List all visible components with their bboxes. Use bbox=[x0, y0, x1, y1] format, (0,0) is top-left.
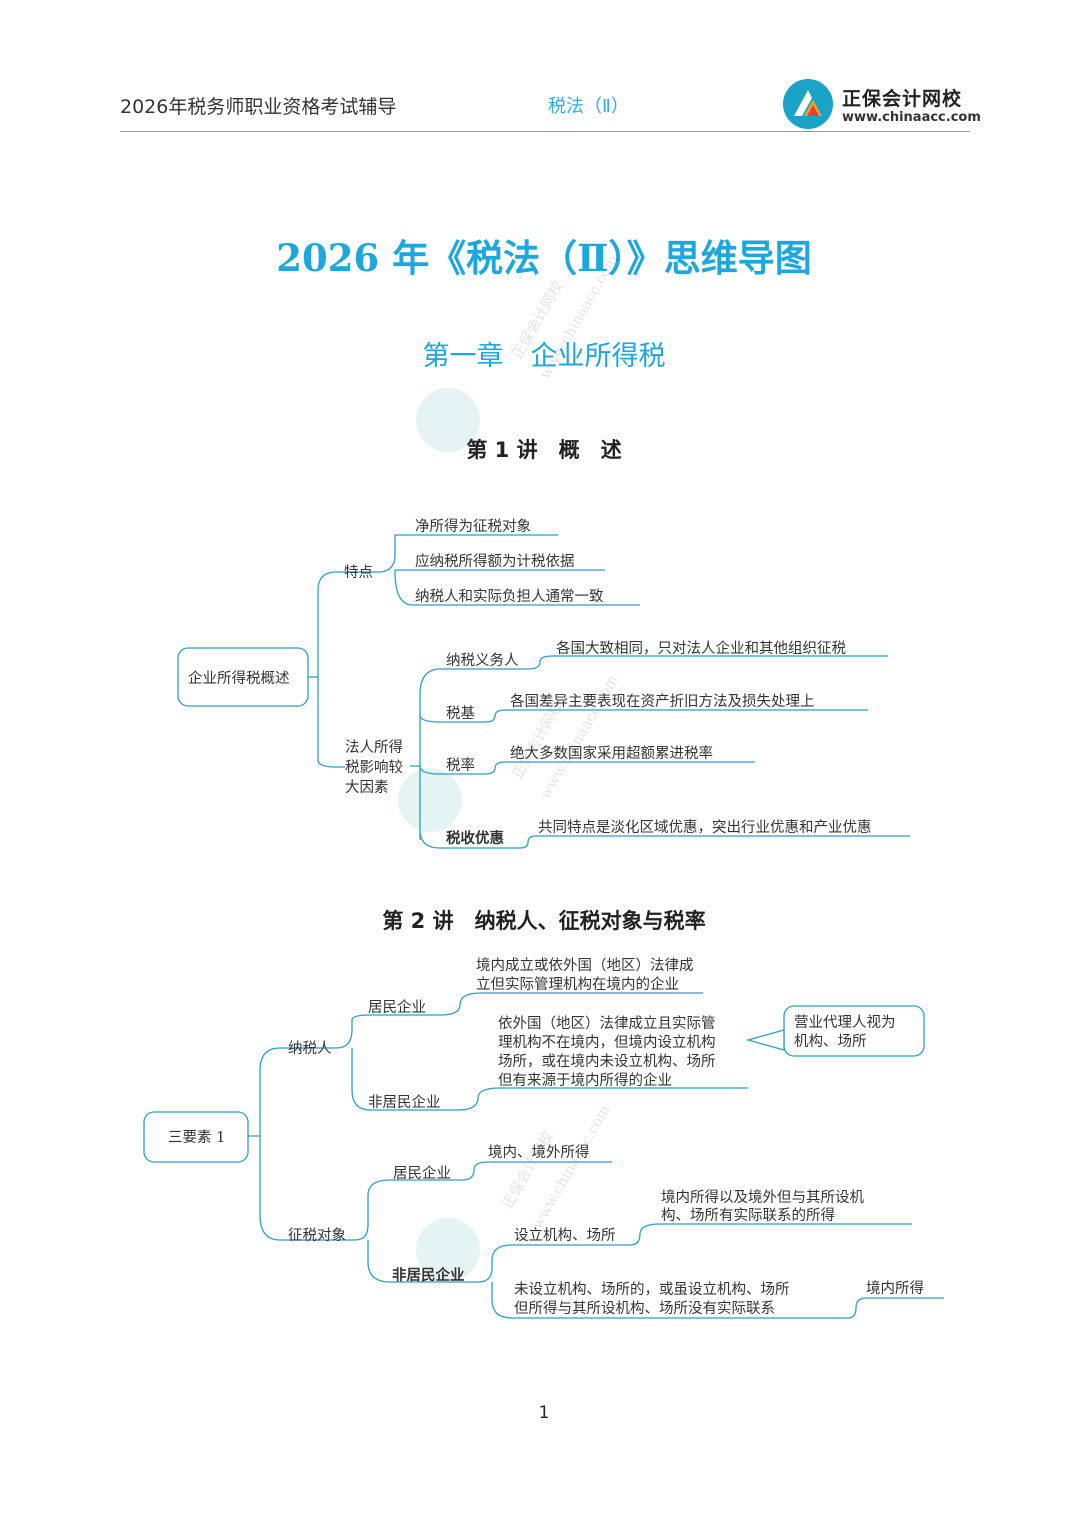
factor-incentive-detail: 共同特点是淡化区域优惠，突出行业优惠和产业优惠 bbox=[538, 819, 872, 836]
brand-url: www.chinaacc.com bbox=[842, 110, 981, 125]
agent-note-line-1: 营业代理人视为 bbox=[794, 1014, 896, 1031]
resident-definition-line-2: 立但实际管理机构在境内的企业 bbox=[476, 975, 679, 993]
established-detail-line-2: 构、场所有实际联系的所得 bbox=[661, 1207, 835, 1224]
brand-name: 正保会计网校 bbox=[842, 88, 963, 110]
taxpayer-nonresident: 非居民企业 bbox=[368, 1093, 441, 1111]
branch-taxpayer: 纳税人 bbox=[288, 1040, 332, 1057]
factor-taxpayer: 纳税义务人 bbox=[446, 652, 519, 669]
feature-2: 应纳税所得额为计税依据 bbox=[415, 552, 575, 570]
root-node: 三要素 1 bbox=[168, 1129, 225, 1146]
agent-note-line-2: 机构、场所 bbox=[794, 1033, 867, 1050]
object-nonresident: 非居民企业 bbox=[392, 1266, 465, 1284]
established-label: 设立机构、场所 bbox=[514, 1227, 616, 1244]
root-box-outline bbox=[143, 1111, 249, 1163]
established-detail-line-1: 境内所得以及境外但与其所设机 bbox=[661, 1188, 864, 1206]
root-node: 企业所得税概述 bbox=[188, 669, 290, 687]
factor-tax-base: 税基 bbox=[446, 705, 475, 722]
branch-features: 特点 bbox=[344, 564, 373, 581]
feature-1: 净所得为征税对象 bbox=[415, 518, 531, 535]
branch-factors-line-1: 法人所得 bbox=[345, 739, 403, 756]
not-established-line-1: 未设立机构、场所的，或虽设立机构、场所 bbox=[514, 1281, 790, 1298]
taxpayer-resident: 居民企业 bbox=[368, 998, 426, 1016]
nonresident-definition-line-2: 理机构不在境内，但境内设立机构 bbox=[498, 1033, 716, 1051]
nonresident-definition-line-4: 但有来源于境内所得的企业 bbox=[498, 1071, 672, 1089]
resident-definition-line-1: 境内成立或依外国（地区）法律成 bbox=[476, 956, 694, 974]
factor-taxpayer-detail: 各国大致相同，只对法人企业和其他组织征税 bbox=[556, 639, 846, 657]
feature-3: 纳税人和实际负担人通常一致 bbox=[415, 588, 604, 605]
object-resident-detail: 境内、境外所得 bbox=[488, 1143, 590, 1161]
header-subject: 税法（Ⅱ） bbox=[548, 96, 629, 117]
factor-tax-base-detail: 各国差异主要表现在资产折旧方法及损失处理上 bbox=[510, 693, 815, 710]
page-title: 2026 年《税法（Ⅱ）》思维导图 bbox=[276, 236, 812, 280]
page-number: 1 bbox=[538, 1403, 550, 1423]
chapter-title: 第一章 企业所得税 bbox=[422, 341, 666, 372]
header-divider bbox=[120, 131, 970, 132]
not-established-detail: 境内所得 bbox=[866, 1279, 924, 1297]
not-established-line-2: 但所得与其所设机构、场所没有实际联系 bbox=[514, 1300, 775, 1317]
factor-tax-rate-detail: 绝大多数国家采用超额累进税率 bbox=[510, 745, 713, 762]
factor-tax-rate: 税率 bbox=[446, 757, 475, 774]
nonresident-definition-line-3: 场所，或在境内未设立机构、场所 bbox=[498, 1052, 716, 1070]
object-resident: 居民企业 bbox=[393, 1164, 451, 1182]
factor-incentive: 税收优惠 bbox=[446, 829, 504, 847]
lecture-1-title: 第 1 讲 概 述 bbox=[466, 438, 622, 462]
lecture-2-title: 第 2 讲 纳税人、征税对象与税率 bbox=[382, 909, 706, 933]
branch-factors-line-2: 税影响较 bbox=[345, 758, 403, 776]
header-exam-title: 2026年税务师职业资格考试辅导 bbox=[120, 96, 397, 118]
nonresident-definition-line-1: 依外国（地区）法律成立且实际管 bbox=[498, 1015, 716, 1032]
branch-factors-line-3: 大因素 bbox=[345, 779, 389, 796]
chinaacc-logo-icon bbox=[782, 78, 834, 130]
branch-tax-object: 征税对象 bbox=[288, 1227, 346, 1244]
